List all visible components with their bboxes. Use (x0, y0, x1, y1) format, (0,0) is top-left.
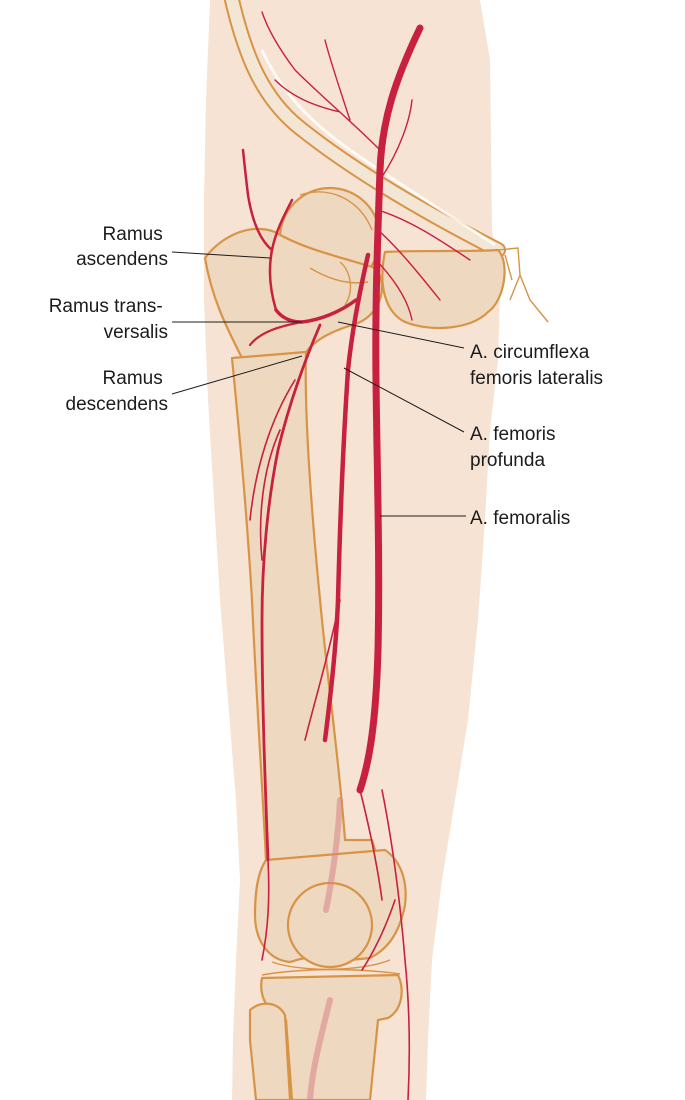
leader-ramus-ascendens (171, 251, 271, 259)
deep-femoral-artery (322, 252, 371, 743)
lateral-thigh-branches (249, 379, 341, 961)
transverse-branch (248, 320, 304, 347)
label-a-circumflexa: A. circumflexa femoris lateralis (470, 342, 603, 389)
pubic-bone (381, 248, 506, 330)
label-ramus-transversalis: Ramus trans- versalis (49, 296, 168, 343)
ligament-fibers (497, 247, 549, 323)
leader-ramus-descendens (171, 355, 303, 395)
label-a-femoris-profunda: A. femoris profunda (470, 424, 561, 471)
popliteal-vessel-shadow (307, 797, 343, 1100)
descending-branch (260, 323, 322, 862)
knee-joint-line (261, 959, 401, 976)
leader-a-femoris-profunda (343, 367, 465, 433)
pelvic-branches (261, 11, 471, 321)
label-ramus-descendens: Ramus descendens (66, 368, 168, 415)
label-ramus-ascendens: Ramus ascendens (76, 224, 168, 270)
leader-a-circumflexa (337, 321, 465, 349)
knee-branches (359, 789, 411, 1100)
ascending-branch (241, 148, 294, 312)
label-a-femoralis: A. femoralis (470, 508, 570, 529)
femoral-artery (356, 24, 424, 794)
tibia (260, 973, 403, 1100)
fibula (248, 1002, 292, 1100)
femur-upper (203, 227, 384, 360)
